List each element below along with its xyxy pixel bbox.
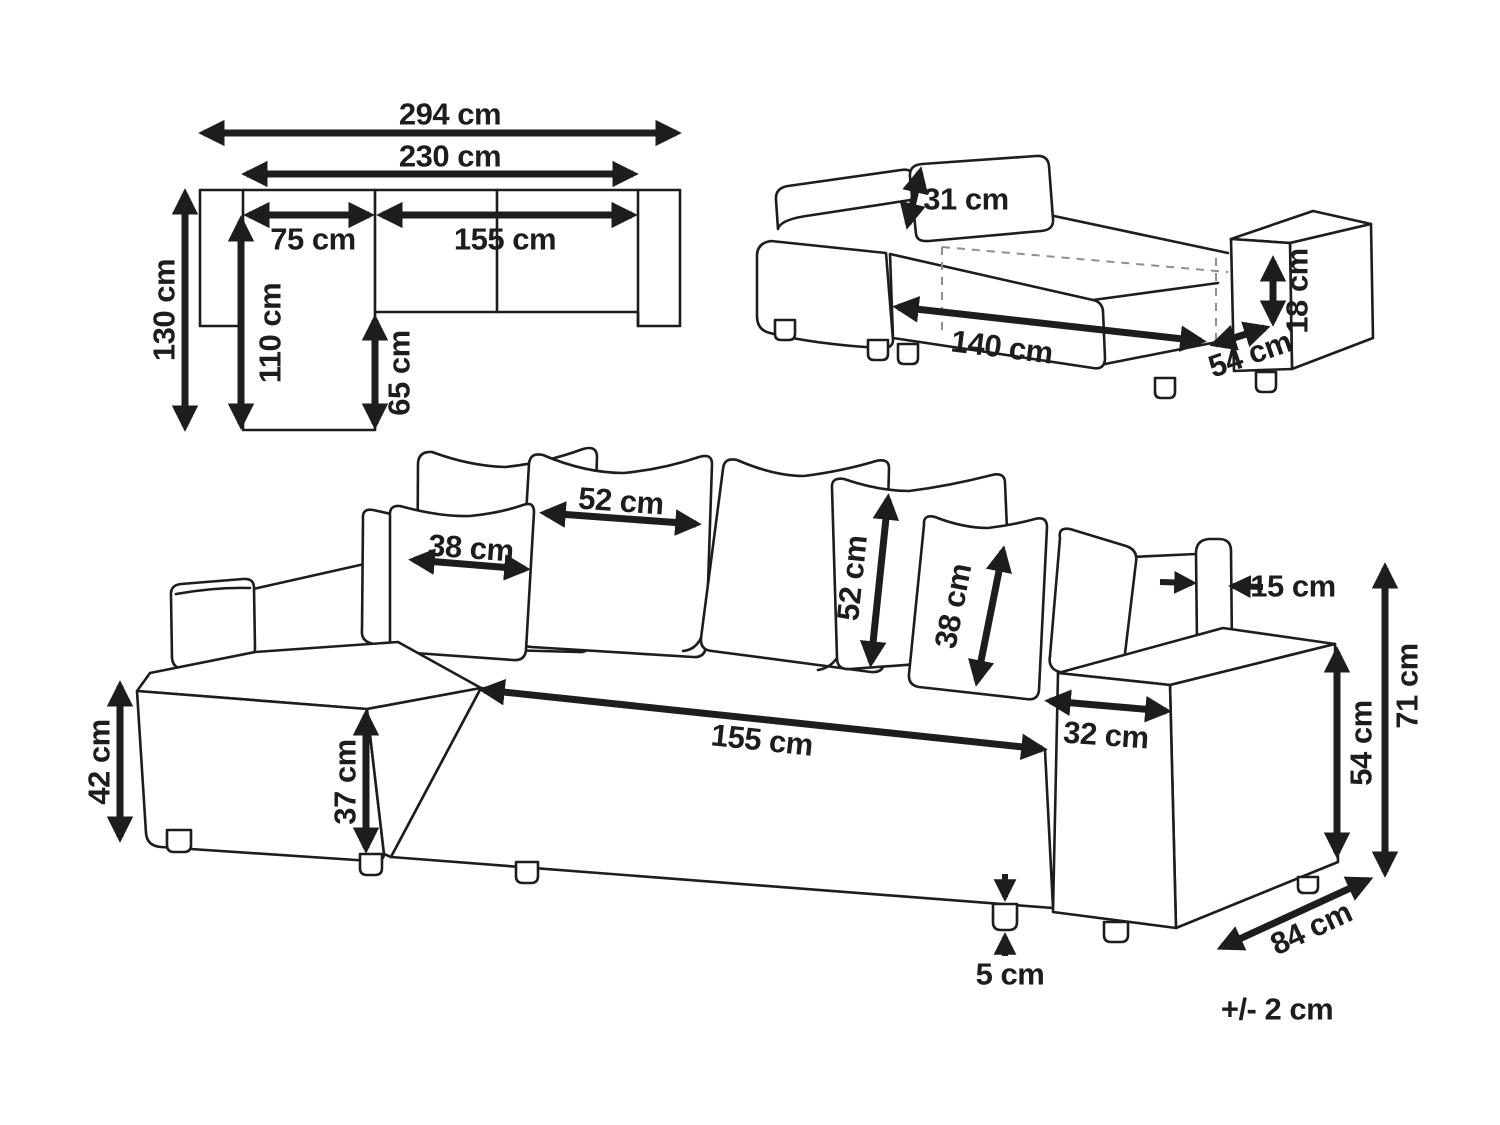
bed-cushion-thickness-arrow [899, 166, 929, 230]
sofa-bed-view: 31 cm 140 cm 54 cm 18 cm [755, 154, 1375, 400]
pillow-corner-curl [681, 636, 703, 653]
plan-inner-width-label: 230 cm [399, 139, 501, 174]
bed-leg [1153, 376, 1177, 400]
plan-seat-width-label: 155 cm [454, 222, 556, 257]
backrest-thickness-arrow-left [1159, 571, 1198, 594]
small-pillow-width-arrow [408, 548, 531, 581]
overall-depth-arrow [1216, 876, 1374, 951]
chaise-seat-height-label: 42 cm [82, 719, 117, 804]
small-pillow-left-front [388, 502, 536, 662]
sofa-backrest-edge-right [1130, 552, 1198, 559]
bed-leg [866, 338, 890, 362]
tolerance-note: +/- 2 cm [1221, 992, 1333, 1027]
sofa-leg-front-right [991, 902, 1019, 932]
seat-height-label: 37 cm [328, 739, 363, 824]
armrest-width-label: 32 cm [1062, 715, 1150, 756]
bed-leg [773, 318, 797, 342]
sofa-leg [514, 860, 540, 885]
bed-cushion-thickness-label: 31 cm [923, 182, 1008, 217]
sofa-leg [1296, 875, 1320, 895]
leg-height-label: 5 cm [976, 957, 1045, 992]
backrest-thickness-arrow-right [1227, 575, 1264, 598]
sofa-leg [358, 852, 384, 877]
bed-length-arrow [892, 296, 1207, 352]
plan-total-depth-label: 130 cm [147, 259, 182, 361]
backrest-post [1194, 537, 1234, 652]
large-pillow-width-arrow [539, 501, 702, 536]
plan-chaise-extension-label: 65 cm [382, 330, 417, 415]
large-pillow-height-arrow [859, 493, 900, 668]
bed-extension-depth-arrow [1209, 321, 1271, 351]
sofa-left-armrest-top-line [174, 586, 252, 596]
bed-hidden-back-edge [941, 246, 1229, 273]
large-pillow-width-label: 52 cm [577, 481, 665, 522]
bed-back-edge [1052, 214, 1230, 255]
bed-back-cushion [908, 154, 1055, 243]
seat-width-arrow [478, 678, 1048, 761]
small-pillow-width-label: 38 cm [427, 528, 515, 569]
armrest-width-arrow [1044, 689, 1172, 723]
backrest-thickness-label: 15 cm [1250, 569, 1335, 604]
corner-sofa-view: 52 cm 38 cm 52 cm 38 cm 15 cm 42 cm 37 c… [82, 446, 1425, 1027]
bed-left-armrest [774, 168, 919, 231]
bed-leg [896, 342, 920, 366]
sofa-leg [1102, 920, 1130, 944]
sofa-leg [165, 828, 193, 854]
bed-leg [1254, 370, 1278, 394]
pillow-corner-curl [816, 656, 839, 672]
plan-chaise-depth-label: 110 cm [253, 283, 288, 383]
right-armrest-front-face [1051, 671, 1178, 930]
bed-clearance-height-label: 18 cm [1280, 248, 1315, 333]
armrest-height-label: 54 cm [1344, 700, 1379, 785]
bed-right-top-edge [1091, 281, 1220, 302]
plan-chaise-width-label: 75 cm [270, 222, 355, 257]
overall-height-label: 71 cm [1390, 643, 1425, 728]
plan-total-width-label: 294 cm [399, 97, 501, 132]
small-pillow-height-arrow [968, 545, 1012, 687]
plan-view: 294 cm 230 cm 75 cm 155 cm 130 cm 110 cm… [147, 97, 682, 432]
